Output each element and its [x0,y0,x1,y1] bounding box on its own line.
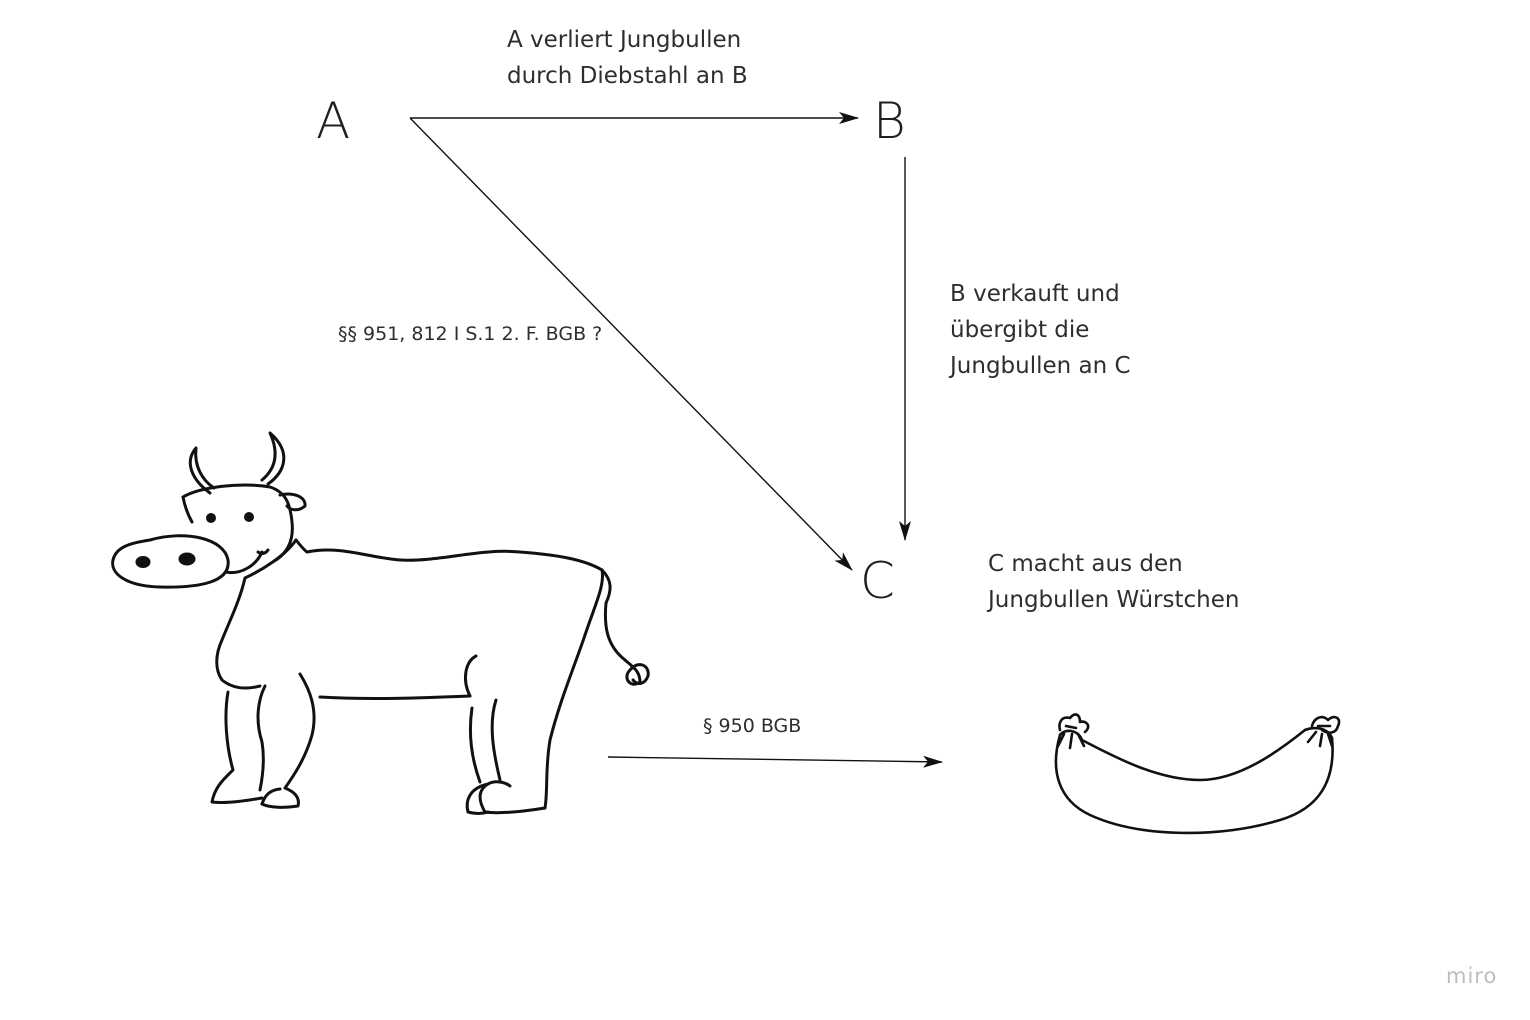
label-cow-to-sausage: § 950 BGB [703,715,802,737]
arrow-cow-to-sausage [607,755,943,768]
node-c: C [860,552,895,610]
label-a-to-b: A verliert Jungbullen durch Diebstahl an… [507,27,748,89]
sausage-drawing-icon [1054,713,1341,835]
node-b: B [873,92,906,150]
miro-logo: miro [1446,964,1498,988]
label-a-to-c: §§ 951, 812 I S.1 2. F. BGB ? [338,323,603,345]
node-a: A [316,92,351,150]
cow-drawing-icon [111,431,650,815]
arrow-a-to-c [409,117,853,571]
note-c: C macht aus den Jungbullen Würstchen [988,551,1240,613]
label-b-to-c: B verkauft und übergibt die Jungbullen a… [950,281,1131,379]
